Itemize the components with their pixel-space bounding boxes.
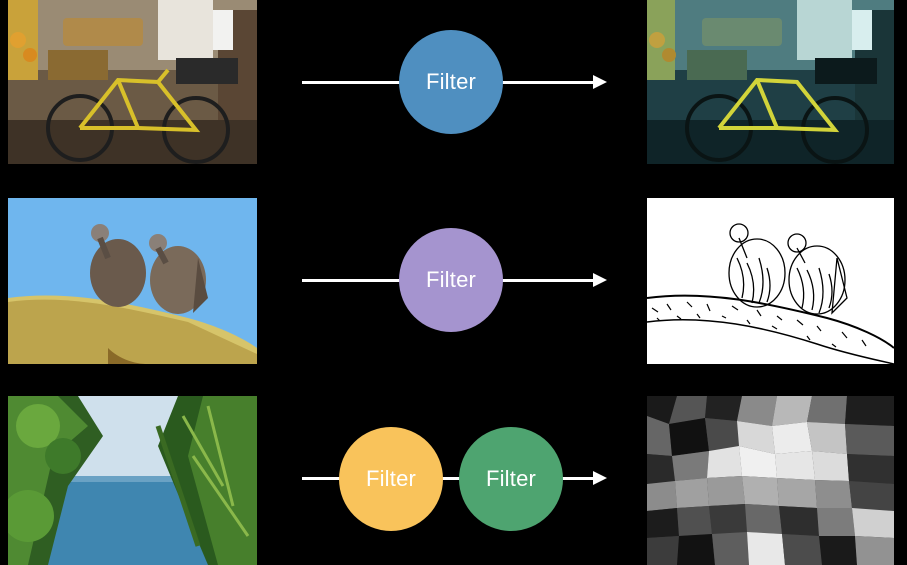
filter-label: Filter: [425, 69, 477, 94]
filter-label: Filter: [425, 267, 477, 292]
row3-arrow-line: [302, 477, 594, 480]
vultures-output-image: [647, 198, 894, 364]
bicycle-output-image: [647, 0, 894, 164]
row1-arrow-head-icon: [593, 75, 607, 89]
bicycle-input-image: [8, 0, 257, 164]
vultures-input-image: [8, 198, 257, 364]
filter-label: Filter: [365, 466, 417, 491]
seaside-output-image: [647, 396, 894, 565]
filter-label: Filter: [485, 466, 537, 491]
row3-filter-node-2: Filter: [459, 427, 563, 531]
row2-arrow-head-icon: [593, 273, 607, 287]
seaside-input-image: [8, 396, 257, 565]
row3-arrow-head-icon: [593, 471, 607, 485]
row3-filter-node-1: Filter: [339, 427, 443, 531]
row2-filter-node: Filter: [399, 228, 503, 332]
row1-filter-node: Filter: [399, 30, 503, 134]
